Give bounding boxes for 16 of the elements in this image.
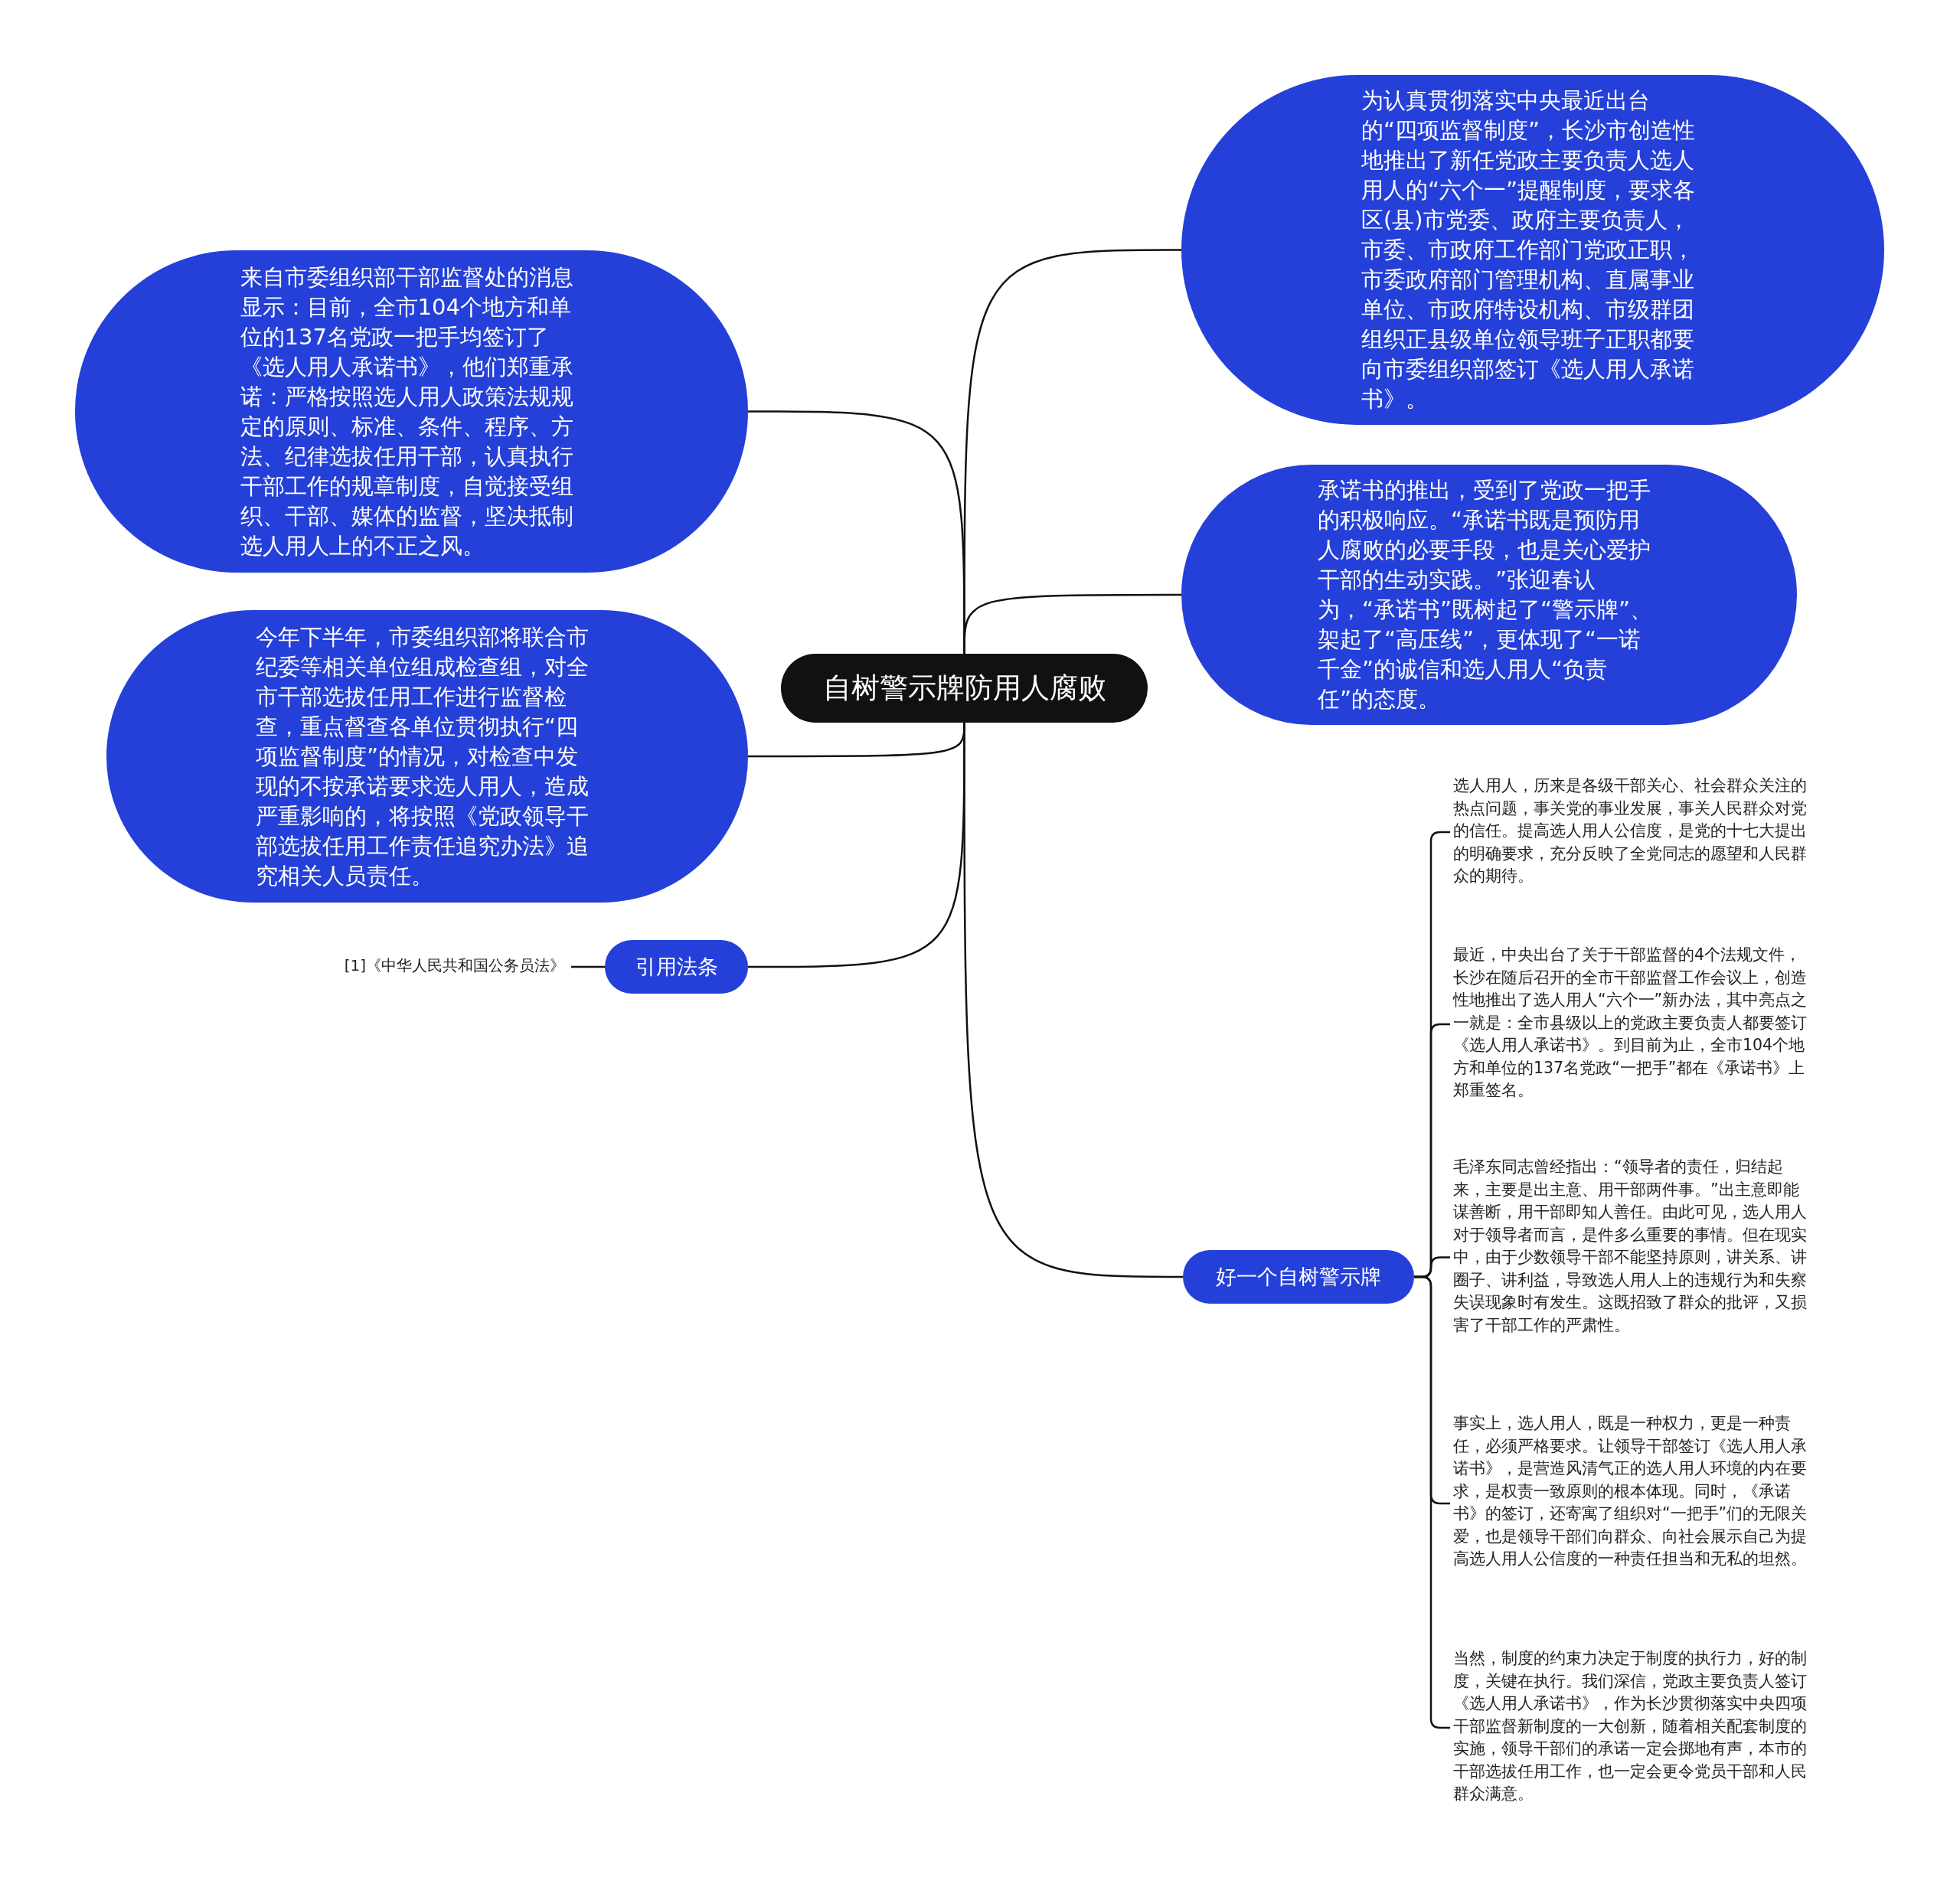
paragraph-text: 事实上，选人用人，既是一种权力，更是一种责任，必须严格要求。让领导干部签订《选人用人承诺书》，是营造风清气正的选人用人环境的内在要求，是权责一致原则的根本体现。同时，《承诺书》的签订，还寄寓了组织对“一把手”们的无限关爱，也是领导干部们向群众、向社会展示自己为提高选人用人公信度的一种责任担当和无私的坦然。 — [1453, 1412, 1813, 1595]
bubble-text: 承诺书的推出，受到了党政一把手的积极响应。“承诺书既是预防用人腐败的必要手段，也是关心爱护干部的生动实践。”张迎春认为，“承诺书”既树起了“警示牌”、架起了“高压线”，更体现了“一诺千金”的诚信和选人用人“负责任”的态度。 — [1318, 476, 1654, 713]
connector-line — [963, 723, 1183, 1278]
bubble-text: 今年下半年，市委组织部将联合市纪委等相关单位组成检查组，对全市干部选拔任用工作进行监督检查，重点督查各单位贯彻执行“四项监督制度”的情况，对检查中发现的不按承诺要求选人用人，造成严重影响的，将按照《党政领导干部选拔任用工作责任追究办法》追究相关人员责任。 — [256, 622, 590, 890]
paragraph-text: 当然，制度的约束力决定于制度的执行力，好的制度，关键在执行。我们深信，党政主要负责人签订《选人用人承诺书》，作为长沙贯彻落实中央四项干部监督新制度的一大创新，随着相关配套制度的实施，领导干部们的承诺一定会掷地有声，本市的干部选拔任用工作，也一定会更令党员干部和人民群众满意。 — [1453, 1647, 1813, 1808]
paragraph-text: 毛泽东同志曾经指出：“领导者的责任，归结起来，主要是出主意、用干部两件事。”出主意即能谋善断，用干部即知人善任。由此可见，选人用人对于领导者而言，是件多么重要的事情。但在现实中，由于少数领导干部不能坚持原则，讲关系、讲圈子、讲利益，导致选人用人上的违规行为和失察失误现象时有发生。这既招致了群众的批评，又损害了干部工作的严肃性。 — [1453, 1156, 1813, 1359]
branch-label: 引用法条 — [635, 954, 718, 980]
connector-line — [571, 965, 605, 968]
connector-line — [748, 410, 965, 654]
paragraph-text: 选人用人，历来是各级干部关心、社会群众关注的热点问题，事关党的事业发展，事关人民群众对党的信任。提高选人用人公信度，是党的十七大提出的明确要求，充分反映了全党同志的愿望和人民群众的期待。 — [1453, 775, 1813, 890]
bubble-text: 来自市委组织部干部监督处的消息显示：目前，全市104个地方和单位的137名党政一把手均签订了《选人用人承诺书》，他们郑重承诺：严格按照选人用人政策法规规定的原则、标准、条件、程序、方法、纪律选拔任用干部，认真执行干部工作的规章制度，自觉接受组织、干部、媒体的监督，坚决抵制选人用人上的不正之风。 — [240, 263, 574, 560]
branch-label: 好一个自树警示牌 — [1216, 1264, 1381, 1290]
paragraph-text: 最近，中央出台了关于干部监督的4个法规文件，长沙在随后召开的全市干部监督工作会议上，创造性地推出了选人用人“六个一”新办法，其中亮点之一就是：全市县级以上的党政主要负责人都要签订《选人用人承诺书》。到目前为止，全市104个地方和单位的137名党政“一把手”都在《承诺书》上郑重签名。 — [1453, 944, 1813, 1105]
topic-title: 自树警示牌防用人腐败 — [822, 671, 1106, 706]
citation-text: [1]《中华人民共和国公务员法》 — [312, 955, 565, 978]
bubble-text: 为认真贯彻落实中央最近出台的“四项监督制度”，长沙市创造性地推出了新任党政主要负责人选人用人的“六个一”提醒制度，要求各区(县)市党委、政府主要负责人，市委、市政府工作部门党政正职，市委政府部门管理机构、直属事业单位、市政府特设机构、市级群团组织正县级单位领导班子正职都要向市委组织部签订《选人用人承诺书》。 — [1361, 87, 1697, 413]
